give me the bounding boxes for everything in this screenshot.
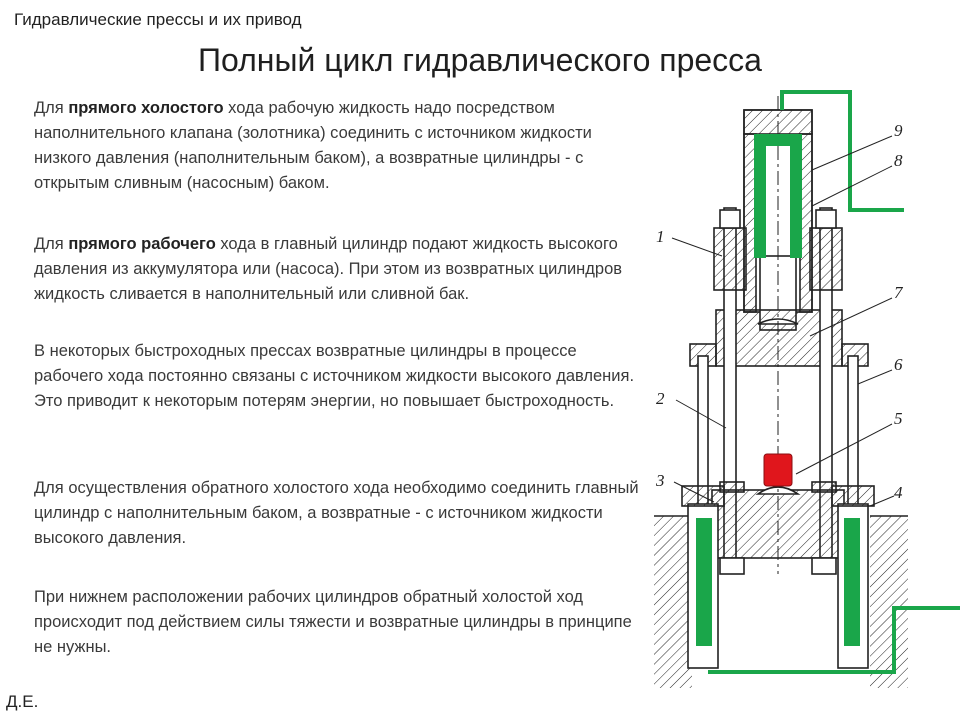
nut-right: [809, 227, 843, 291]
main-cylinder-fluid: [754, 134, 802, 258]
label-6: 6: [894, 355, 903, 374]
footer-initials: Д.Е.: [6, 692, 39, 711]
bold-term: прямого рабочего: [68, 235, 216, 253]
paragraph-fast-presses: В некоторых быстроходных прессах возврат…: [34, 342, 635, 410]
fluid-lines: [708, 90, 960, 674]
foundation-right: [870, 516, 908, 688]
header-title: Гидравлические прессы и их привод: [14, 10, 302, 29]
label-4: 4: [894, 483, 903, 502]
label-2: 2: [656, 389, 665, 408]
label-9: 9: [894, 121, 903, 140]
label-7: 7: [894, 283, 904, 302]
label-1: 1: [656, 227, 665, 246]
slide-title: Полный цикл гидравлического пресса: [198, 42, 762, 78]
label-3: 3: [655, 471, 665, 490]
return-fluid-right: [844, 518, 860, 646]
paragraph-return-idle-stroke: Для осуществления обратного холостого хо…: [34, 479, 639, 547]
hydraulic-press-diagram: 9 8 1 7 2 6 5 3 4: [654, 90, 960, 688]
foundation-left: [654, 516, 692, 688]
nut-left: [713, 227, 747, 291]
paragraph-direct-idle-stroke: Для прямого холостого хода рабочую жидко…: [34, 99, 592, 192]
pipe-top: [780, 90, 904, 212]
pipe-bottom: [708, 606, 960, 674]
paragraph-lower-cylinders: При нижнем расположении рабочих цилиндро…: [34, 588, 632, 656]
return-fluid-left: [696, 518, 712, 646]
label-8: 8: [894, 151, 903, 170]
bold-term: прямого холостого: [68, 99, 224, 117]
paragraph-direct-working-stroke: Для прямого рабочего хода в главный цили…: [34, 235, 623, 303]
workpiece: [763, 453, 793, 487]
label-5: 5: [894, 409, 903, 428]
